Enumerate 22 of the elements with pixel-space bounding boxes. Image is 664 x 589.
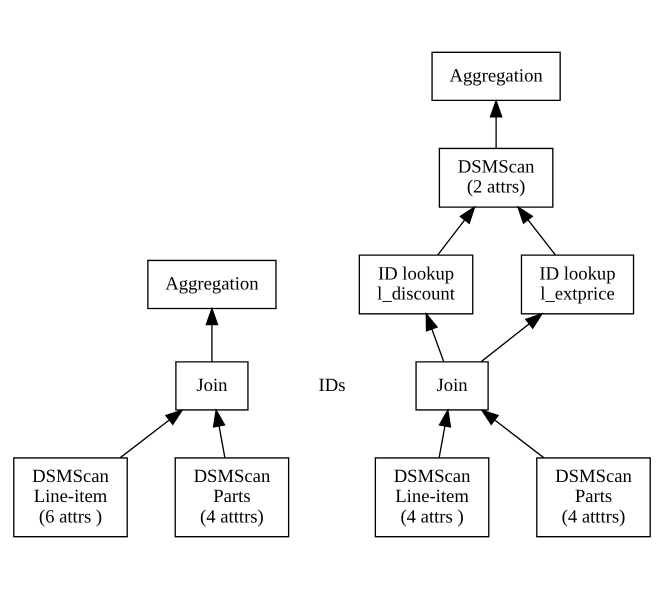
arrow <box>516 206 556 256</box>
node-box: DSMScan Parts (4 atttrs) <box>536 457 651 538</box>
arrow <box>426 312 444 362</box>
node-box: Aggregation <box>147 260 277 310</box>
arrow <box>480 312 544 362</box>
label: IDs <box>318 374 346 396</box>
arrow <box>437 206 476 256</box>
node-box: Aggregation <box>431 52 561 102</box>
node-box: DSMScan Parts (4 atttrs) <box>174 457 290 538</box>
arrow <box>490 98 503 148</box>
arrow <box>480 408 544 458</box>
arrow <box>120 408 184 458</box>
node-box: Join <box>415 361 489 411</box>
arrow <box>438 408 452 458</box>
node-box: Join <box>175 361 249 411</box>
node-box: DSMScan Line-item (4 attrs ) <box>374 457 490 538</box>
arrow <box>212 408 226 458</box>
arrow <box>205 306 218 362</box>
node-box: ID lookup l_discount <box>358 254 474 315</box>
node-box: ID lookup l_extprice <box>520 254 634 315</box>
node-box: DSMScan Line-item (6 attrs ) <box>13 457 128 538</box>
node-box: DSMScan (2 attrs) <box>438 148 554 208</box>
